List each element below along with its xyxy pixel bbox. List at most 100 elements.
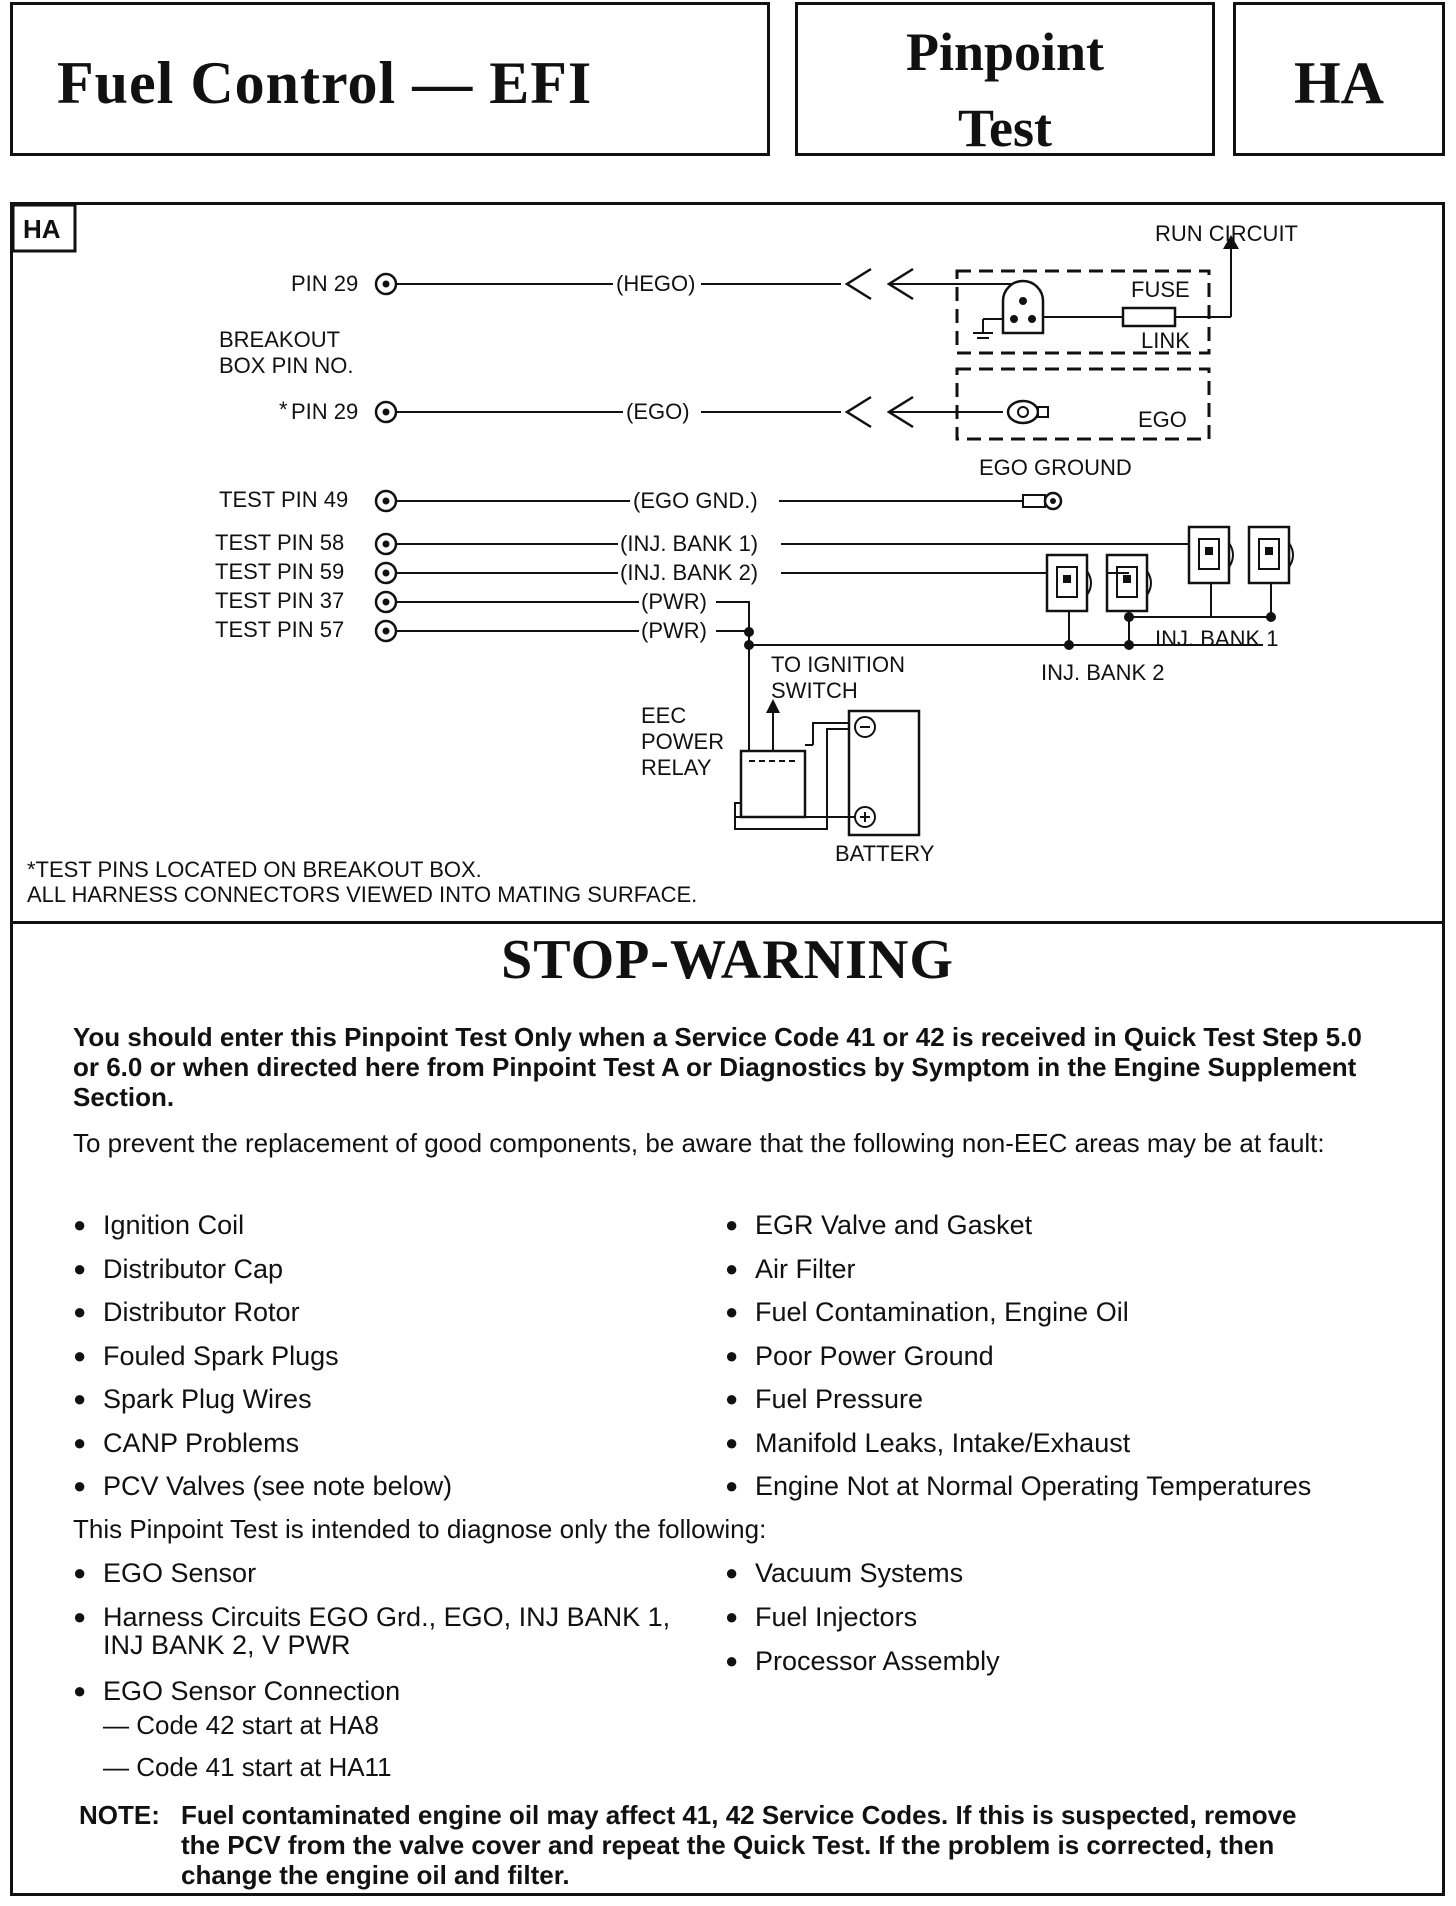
code-42-step: — Code 42 start at HA8	[103, 1710, 380, 1740]
wiring-diagram: HA PIN 29 (HEGO)	[13, 205, 1442, 924]
inj-bank1-label: INJ. BANK 1	[1155, 626, 1278, 651]
to-ignition-label-1: TO IGNITION	[771, 652, 905, 677]
arrow-up-icon	[1223, 235, 1239, 249]
intended-text: This Pinpoint Test is intended to diagno…	[73, 1514, 767, 1544]
relay-battery-wire	[734, 728, 849, 830]
battery-neg-icon	[854, 716, 876, 738]
hego-pin-icon	[1019, 297, 1027, 305]
note-label: NOTE:	[79, 1800, 160, 1830]
relay-neg-wire	[812, 722, 849, 745]
connector-chevron-icon	[844, 395, 872, 429]
list-item: Engine Not at Normal Operating Temperatu…	[725, 1471, 1425, 1515]
hego-dashed-box	[955, 269, 1211, 355]
pin-label-49: TEST PIN 49	[219, 487, 348, 512]
pin-label-59: TEST PIN 59	[215, 559, 344, 584]
warning-prevent: To prevent the replacement of good compo…	[73, 1128, 1325, 1158]
test-label-line2: Test	[957, 98, 1053, 158]
list-item: Harness Circuits EGO Grd., EGO, INJ BANK…	[73, 1602, 670, 1632]
eec-label-3: RELAY	[641, 755, 712, 780]
note-text: Fuel contaminated engine oil may affect …	[181, 1800, 1297, 1890]
main-frame: HA PIN 29 (HEGO)	[10, 202, 1445, 1896]
header-code-box: HA	[1233, 2, 1445, 156]
ground-eyelet-dot	[1050, 498, 1056, 504]
battery-label: BATTERY	[835, 841, 935, 866]
footnote-1: *TEST PINS LOCATED ON BREAKOUT BOX.	[27, 857, 482, 882]
fuse-link-icon	[1121, 306, 1177, 328]
pin-star: *	[279, 397, 288, 422]
link-label: LINK	[1141, 328, 1190, 353]
test-code: HA	[1294, 50, 1384, 116]
list-item: Air Filter	[725, 1254, 1425, 1298]
ego-sensor-tab-icon	[1037, 406, 1049, 418]
wire-pwr37-b	[716, 601, 750, 632]
connector-chevron-icon	[886, 267, 914, 301]
eec-label-2: POWER	[641, 729, 724, 754]
hego-pin-icon	[1028, 315, 1036, 323]
list-item: CANP Problems	[73, 1428, 713, 1472]
hego-pin-icon	[1010, 315, 1018, 323]
connector-chevron-icon	[844, 267, 872, 301]
footnote-2: ALL HARNESS CONNECTORS VIEWED INTO MATIN…	[27, 882, 697, 907]
list-item: EGO Sensor Connection	[73, 1676, 400, 1706]
injector-bank2-a-icon	[1045, 553, 1092, 613]
list-item: PCV Valves (see note below)	[73, 1471, 713, 1515]
list-item: EGR Valve and Gasket	[725, 1210, 1425, 1254]
ground-eyelet-icon	[1043, 491, 1063, 511]
injector-bank1-b-icon	[1247, 525, 1294, 585]
to-ignition-label-2: SWITCH	[771, 678, 858, 703]
ego-sensor-icon	[1006, 399, 1040, 425]
list-item: Spark Plug Wires	[73, 1384, 713, 1428]
list-item: Vacuum Systems	[725, 1558, 963, 1588]
pin-label-ego: PIN 29	[291, 399, 358, 424]
signal-ego-gnd: (EGO GND.)	[633, 488, 758, 513]
pin-terminal-dot	[382, 598, 390, 606]
injector-bank1-a-icon	[1187, 525, 1234, 585]
list-item: Fouled Spark Plugs	[73, 1341, 713, 1385]
pin-label-57: TEST PIN 57	[215, 617, 344, 642]
signal-hego: (HEGO)	[616, 271, 695, 296]
header-test-box: Pinpoint Test	[795, 2, 1215, 158]
injector-bank2-b-icon	[1105, 553, 1152, 613]
fault-list-left: Ignition Coil Distributor Cap Distributo…	[73, 1210, 713, 1515]
list-item: Fuel Injectors	[725, 1602, 917, 1632]
list-item: EGO Sensor	[73, 1558, 256, 1588]
list-item: Fuel Contamination, Engine Oil	[725, 1297, 1425, 1341]
list-item-continued: INJ BANK 2, V PWR	[103, 1630, 351, 1660]
signal-ego: (EGO)	[626, 399, 690, 424]
warning-intro: You should enter this Pinpoint Test Only…	[73, 1022, 1362, 1112]
signal-pwr57: (PWR)	[641, 618, 707, 643]
fuse-label: FUSE	[1131, 277, 1190, 302]
stop-warning-section: STOP-WARNING You should enter this Pinpo…	[13, 924, 1442, 1893]
ego-dashed-box	[955, 367, 1211, 441]
pin-terminal-dot	[382, 408, 390, 416]
pin-terminal-dot	[382, 540, 390, 548]
ground-terminal-icon	[1022, 494, 1046, 508]
junction-dot	[1064, 640, 1074, 650]
ego-ground-label: EGO GROUND	[979, 455, 1132, 480]
list-item: Ignition Coil	[73, 1210, 713, 1254]
page-title: Fuel Control — EFI	[57, 50, 593, 116]
junction-dot	[1266, 612, 1276, 622]
connector-chevron-icon	[886, 395, 914, 429]
fault-list-right: EGR Valve and Gasket Air Filter Fuel Con…	[725, 1210, 1425, 1515]
breakout-label-2: BOX PIN NO.	[219, 353, 353, 378]
battery-icon	[847, 709, 921, 837]
list-item: Distributor Cap	[73, 1254, 713, 1298]
pin-terminal-dot	[382, 280, 390, 288]
pin-terminal-dot	[382, 497, 390, 505]
junction-dot	[1124, 612, 1134, 622]
pin-label-hego: PIN 29	[291, 271, 358, 296]
header-title-box: Fuel Control — EFI	[10, 2, 770, 156]
code-41-step: — Code 41 start at HA11	[103, 1752, 392, 1782]
list-item: Distributor Rotor	[73, 1297, 713, 1341]
ego-sensor-core-icon	[1017, 406, 1029, 418]
arrow-up-icon	[766, 699, 780, 713]
corner-tag: HA	[23, 214, 61, 244]
inj-bank2-label: INJ. BANK 2	[1041, 660, 1164, 685]
junction-dot	[1124, 640, 1134, 650]
test-label-line1: Pinpoint	[905, 22, 1105, 82]
junction-dot	[744, 640, 754, 650]
run-circuit-label: RUN CIRCUIT	[1155, 221, 1298, 246]
signal-inj2: (INJ. BANK 2)	[620, 560, 758, 585]
corner-tag-box	[13, 205, 77, 253]
